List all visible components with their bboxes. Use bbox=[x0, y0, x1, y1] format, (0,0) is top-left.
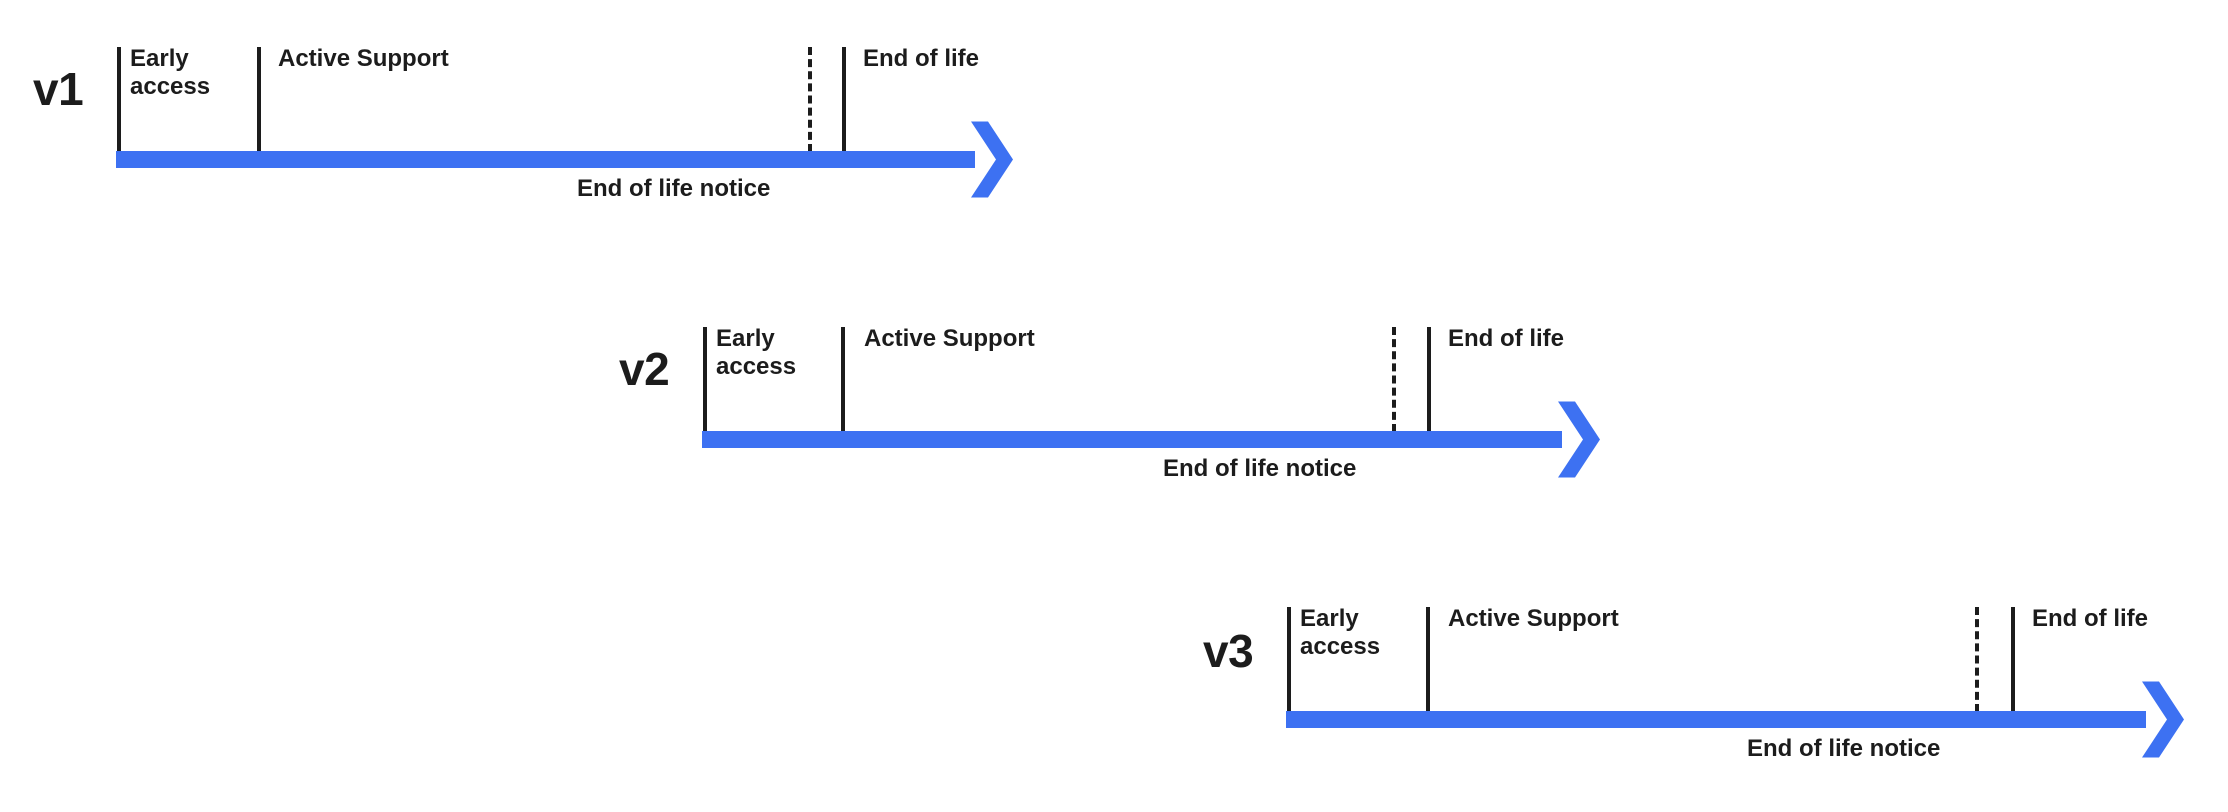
phase-label-v1-2: End of life bbox=[863, 45, 979, 72]
end-of-life-notice-marker-v2 bbox=[1392, 327, 1396, 432]
version-label-v1: v1 bbox=[33, 63, 84, 115]
arrow-head bbox=[1558, 401, 1600, 478]
phase-label-v1-0: Early access bbox=[130, 45, 211, 100]
phase-label-v3-1: Active Support bbox=[1448, 605, 1619, 632]
timeline-arrow-v3 bbox=[1286, 681, 2184, 758]
phase-divider-v3-2 bbox=[2011, 607, 2015, 712]
arrow-shaft bbox=[116, 151, 975, 168]
phase-divider-v1-2 bbox=[842, 47, 846, 152]
version-label-v2: v2 bbox=[619, 343, 670, 395]
phase-divider-v3-1 bbox=[1426, 607, 1430, 712]
timeline-arrow-v1 bbox=[116, 121, 1013, 198]
end-of-life-notice-caption-v3: End of life notice bbox=[1747, 735, 1941, 762]
phase-divider-v2-1 bbox=[841, 327, 845, 432]
arrow-head bbox=[2142, 681, 2184, 758]
phase-label-v2-2: End of life bbox=[1448, 325, 1564, 352]
phase-divider-v2-2 bbox=[1427, 327, 1431, 432]
end-of-life-notice-marker-v3 bbox=[1975, 607, 1979, 712]
phase-divider-v2-0 bbox=[703, 327, 707, 432]
arrow-shaft bbox=[1286, 711, 2146, 728]
phase-label-v2-0: Early access bbox=[716, 325, 797, 380]
phase-label-v1-1: Active Support bbox=[278, 45, 449, 72]
phase-label-v3-2: End of life bbox=[2032, 605, 2148, 632]
arrow-head bbox=[971, 121, 1013, 198]
end-of-life-notice-caption-v2: End of life notice bbox=[1163, 455, 1357, 482]
phase-divider-v3-0 bbox=[1287, 607, 1291, 712]
phase-label-v3-0: Early access bbox=[1300, 605, 1381, 660]
end-of-life-notice-caption-v1: End of life notice bbox=[577, 175, 771, 202]
version-label-v3: v3 bbox=[1203, 625, 1254, 677]
timeline-arrow-v2 bbox=[702, 401, 1600, 478]
phase-divider-v1-1 bbox=[257, 47, 261, 152]
end-of-life-notice-marker-v1 bbox=[808, 47, 812, 152]
arrow-shaft bbox=[702, 431, 1562, 448]
phase-divider-v1-0 bbox=[117, 47, 121, 152]
phase-label-v2-1: Active Support bbox=[864, 325, 1035, 352]
